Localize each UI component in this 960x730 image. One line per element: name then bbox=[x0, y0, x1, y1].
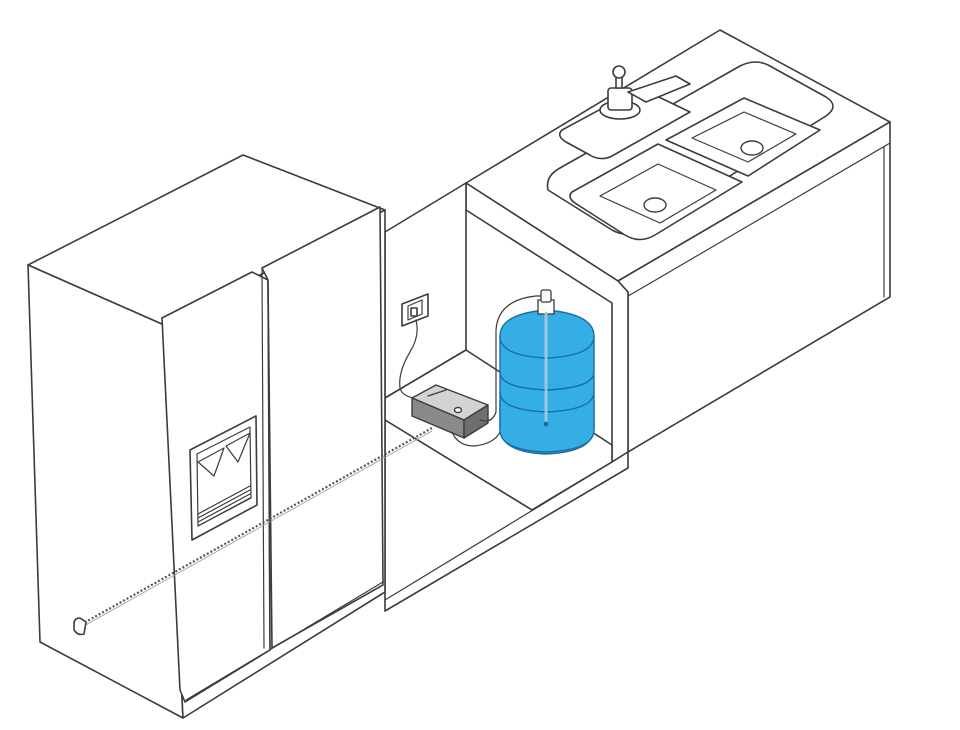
double-sink bbox=[546, 61, 834, 241]
fresh-food-door bbox=[261, 206, 384, 649]
drain-right bbox=[740, 140, 764, 156]
bottled-water-pump bbox=[411, 295, 547, 447]
power-cord bbox=[399, 319, 418, 399]
intake-tube bbox=[479, 295, 547, 422]
faucet-deck bbox=[558, 87, 691, 160]
drain-left bbox=[643, 197, 667, 213]
supply-valve bbox=[73, 617, 87, 636]
wall-power-outlet bbox=[399, 293, 429, 399]
sink-basin-right bbox=[665, 97, 821, 177]
fridge-base bbox=[185, 581, 384, 701]
pump-port bbox=[453, 406, 463, 414]
sink-basin-left bbox=[569, 143, 743, 241]
faucet-spout bbox=[627, 75, 691, 103]
dispenser-paddle-left bbox=[197, 447, 225, 477]
dispenser-drip-tray bbox=[197, 485, 251, 527]
countertop-edge bbox=[617, 142, 891, 303]
side-by-side-refrigerator bbox=[27, 154, 386, 719]
pump-label-strip bbox=[427, 389, 447, 397]
fridge-side bbox=[27, 264, 184, 719]
kitchen-faucet bbox=[599, 65, 691, 120]
pump-side bbox=[463, 404, 489, 439]
bottle-cap bbox=[540, 289, 552, 303]
dashed-water-supply-tube bbox=[81, 427, 433, 625]
dispenser-paddle-right bbox=[225, 432, 251, 463]
water-bottle bbox=[499, 289, 595, 455]
water-supply-line bbox=[73, 427, 433, 636]
